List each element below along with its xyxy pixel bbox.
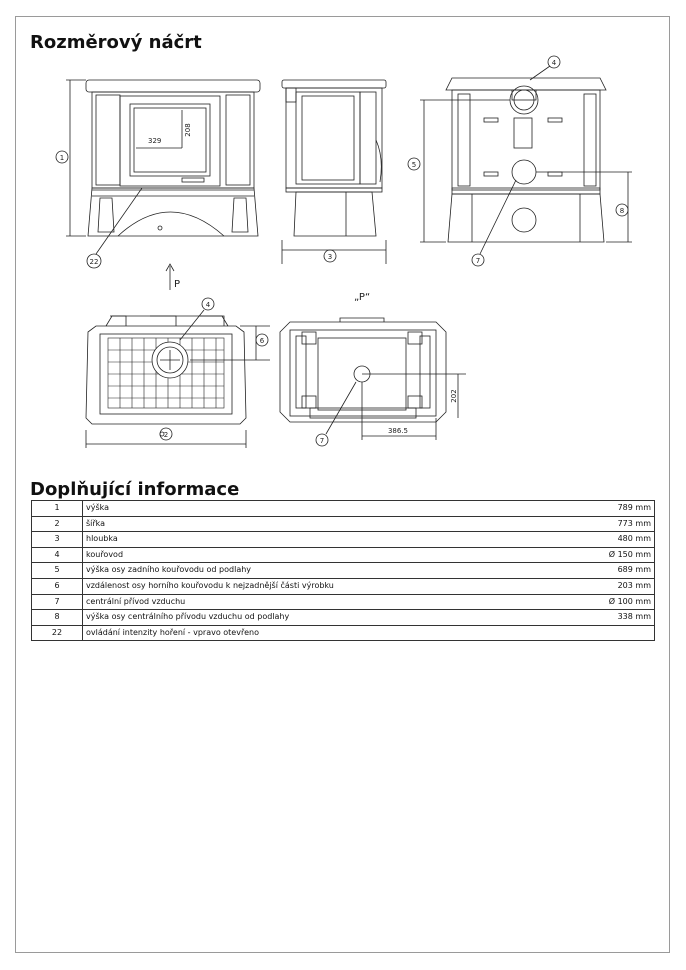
callout-7-bottom: 7 — [320, 437, 324, 445]
callout-3: 3 — [328, 253, 332, 261]
view-p-label: „P“ — [354, 292, 370, 303]
side-view — [281, 79, 387, 264]
row-value: 789 mm — [588, 500, 655, 517]
callout-5: 5 — [412, 161, 416, 169]
row-description: výška — [82, 500, 588, 517]
info-heading: Doplňující informace — [30, 479, 240, 500]
row-number: 3 — [31, 531, 83, 548]
callout-1: 1 — [60, 154, 64, 162]
row-value: Ø 100 mm — [588, 593, 655, 611]
row-number: 2 — [31, 515, 83, 533]
row-value: 338 mm — [588, 609, 655, 626]
row-number: 8 — [31, 609, 83, 626]
offset-x-dim: 386.5 — [388, 427, 408, 435]
page-frame — [15, 16, 670, 953]
row-number: 6 — [31, 577, 83, 595]
callout-2: 2 — [164, 431, 168, 439]
sketch-heading: Rozměrový náčrt — [30, 32, 202, 53]
row-value: 773 mm — [588, 515, 655, 533]
window-width-dim: 329 — [148, 137, 161, 145]
view-arrow-label: P — [174, 279, 180, 290]
callout-22: 22 — [90, 258, 99, 266]
row-value: Ø 150 mm — [588, 546, 655, 564]
row-description: hloubka — [82, 531, 588, 548]
row-number: 7 — [31, 593, 83, 611]
callout-6: 6 — [260, 337, 265, 345]
callout-4-top: 4 — [206, 301, 211, 309]
row-description: kouřovod — [82, 546, 588, 564]
row-value: 203 mm — [588, 577, 655, 595]
front-view — [55, 79, 261, 290]
row-value: 689 mm — [588, 562, 655, 579]
row-number: 1 — [31, 500, 83, 517]
row-number: 5 — [31, 562, 83, 579]
row-description: centrální přívod vzduchu — [82, 593, 588, 611]
row-description: výška osy zadního kouřovodu od podlahy — [82, 562, 588, 579]
bottom-view — [279, 317, 466, 447]
dimension-drawings: 1 22 3 4 5 8 7 6 2 4 7 329 208 386.5 202… — [55, 55, 632, 448]
row-number: 4 — [31, 546, 83, 564]
row-value: 480 mm — [588, 531, 655, 548]
callout-4-rear: 4 — [552, 59, 557, 67]
callout-8: 8 — [620, 207, 624, 215]
top-view — [85, 297, 270, 448]
rear-view — [407, 55, 632, 267]
row-description: vzdálenost osy horního kouřovodu k nejza… — [82, 577, 588, 595]
row-description: výška osy centrálního přívodu vzduchu od… — [82, 609, 588, 626]
row-value — [588, 624, 655, 642]
window-height-dim: 208 — [184, 123, 192, 136]
callout-7-rear: 7 — [476, 257, 480, 265]
offset-y-dim: 202 — [450, 389, 458, 402]
row-number: 22 — [31, 624, 83, 642]
row-description: ovládání intenzity hoření - vpravo otevř… — [82, 624, 588, 642]
row-description: šířka — [82, 515, 588, 533]
